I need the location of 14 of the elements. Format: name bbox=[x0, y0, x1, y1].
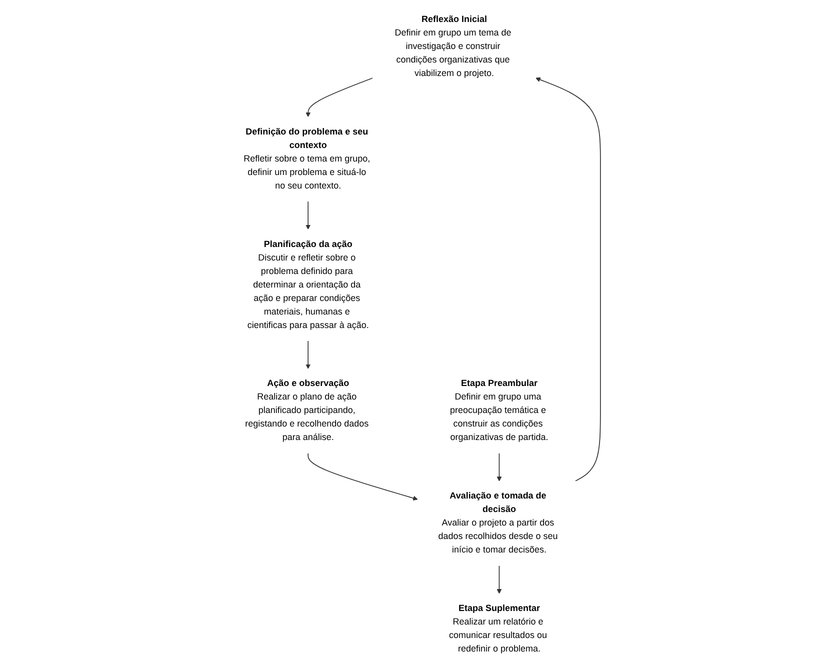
node-text: Etapa Suplementar Realizar um relatório e comunicar resultados ou redefinir o problema. bbox=[448, 604, 547, 654]
node-text: Avaliação e tomada de decisão Avaliar o projeto a partir dos dados recolhidos desde o seu início e tomar decisões. bbox=[438, 491, 558, 555]
arrow bbox=[306, 200, 311, 230]
node-text: Etapa Preambular Definir em grupo uma preocupação temática e construir as condições organizativas de partida. bbox=[450, 378, 548, 442]
node-text: Definição do problema e seu contexto Refletir sobre o tema em grupo, definir um problema e situá-lo no seu contexto. bbox=[244, 127, 370, 191]
node-text: Planificação da ação Discutir e refletir sobre o problema definido para determinar a orientação da ação e preparar condições materiais, humanas e cientificas para passar à ação. bbox=[247, 239, 369, 330]
node-text: Ação e observação Realizar o plano de ação planificado participando, registando e recolhendo dados para análise. bbox=[245, 378, 369, 442]
arrow bbox=[496, 565, 502, 594]
arrow bbox=[496, 452, 502, 482]
arrow bbox=[306, 78, 374, 118]
arrow bbox=[308, 452, 418, 501]
node-text: Reflexão Inicial Definir em grupo um tema de investigação e construir condições organizativas que viabilizem o projeto. bbox=[394, 14, 512, 78]
arrow bbox=[306, 340, 311, 370]
arrow bbox=[536, 77, 601, 482]
